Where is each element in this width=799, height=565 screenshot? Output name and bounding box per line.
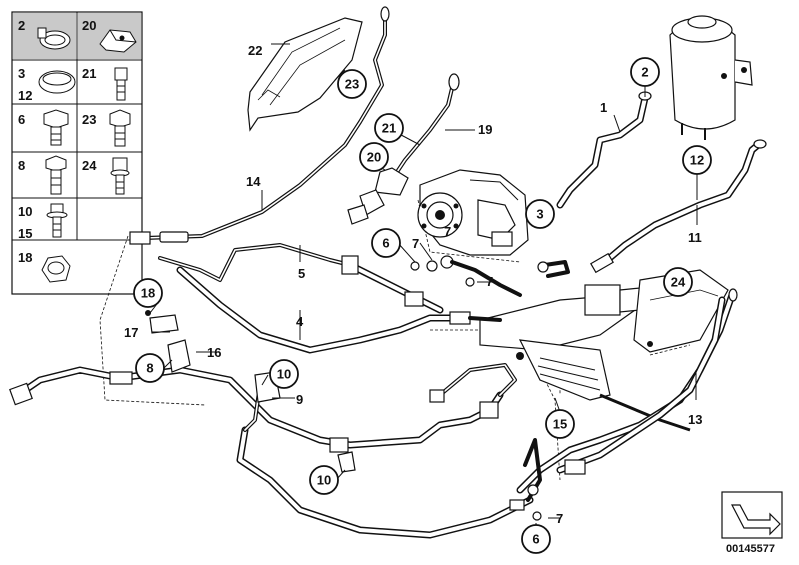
legend-label-12: 12	[18, 88, 32, 103]
legend-label-10: 10	[18, 204, 32, 219]
svg-text:2: 2	[641, 65, 648, 80]
banjo-bolt-icon	[43, 109, 69, 146]
ring-clamp-icon	[38, 70, 76, 94]
callout-9: 9	[296, 392, 303, 407]
clip-bracket-icon	[99, 29, 137, 53]
svg-text:24: 24	[671, 275, 686, 290]
callout-7-bottom: 7	[556, 511, 563, 526]
callout-7-mid: 7	[486, 274, 493, 289]
hex-nut-icon	[41, 255, 71, 283]
heat-shield-part	[247, 17, 363, 132]
hose-5-part	[158, 243, 444, 314]
svg-text:21: 21	[382, 121, 396, 136]
legend-label-18: 18	[18, 250, 32, 265]
circled-callout-18: 18	[133, 278, 163, 308]
legend-label-23: 23	[82, 112, 96, 127]
circled-callout-24: 24	[663, 267, 693, 297]
circled-callout-10-upper: 10	[269, 359, 299, 389]
callout-17: 17	[124, 325, 138, 340]
hose-13-part	[516, 288, 738, 494]
banjo-union-parts	[440, 255, 570, 297]
hose-clamp-icon	[37, 27, 71, 50]
legend-label-15: 15	[18, 226, 32, 241]
bracket-17-part	[145, 310, 179, 334]
svg-text:15: 15	[553, 417, 567, 432]
washer-7-parts	[410, 260, 542, 521]
pipe-14-part	[129, 6, 390, 245]
svg-text:6: 6	[382, 236, 389, 251]
steering-rack	[479, 284, 691, 432]
callout-5: 5	[298, 266, 305, 281]
svg-text:6: 6	[532, 532, 539, 547]
legend-label-8: 8	[18, 158, 25, 173]
circled-callout-2: 2	[630, 57, 660, 87]
svg-text:10: 10	[277, 367, 291, 382]
bracket-16-part	[167, 339, 191, 373]
circled-callout-21: 21	[374, 113, 404, 143]
hose-9-part	[9, 363, 517, 453]
legend-label-6: 6	[18, 112, 25, 127]
legend-label-2: 2	[18, 18, 25, 33]
stud-bolt-icon	[114, 67, 128, 101]
svg-text:12: 12	[690, 153, 704, 168]
front-arrow-icon	[721, 491, 783, 539]
svg-text:20: 20	[367, 150, 381, 165]
legend-label-20: 20	[82, 18, 96, 33]
svg-text:10: 10	[317, 473, 331, 488]
power-steering-pump	[417, 169, 529, 256]
svg-text:18: 18	[141, 286, 155, 301]
circled-callout-15: 15	[545, 409, 575, 439]
callout-14: 14	[246, 174, 261, 189]
circled-callout-20: 20	[359, 142, 389, 172]
circled-callout-8: 8	[135, 353, 165, 383]
circled-callout-23: 23	[337, 69, 367, 99]
circled-callout-3: 3	[525, 199, 555, 229]
svg-text:23: 23	[345, 77, 359, 92]
hex-bolt-icon	[109, 109, 131, 147]
parts-legend: 2 20 3 12 21 6	[11, 11, 143, 295]
legend-label-24: 24	[82, 158, 97, 173]
bottom-return-hose	[236, 383, 542, 539]
callout-7-left: 7	[412, 236, 419, 251]
callout-1: 1	[600, 100, 607, 115]
legend-label-3: 3	[18, 66, 25, 81]
bracket-24-part	[633, 269, 729, 353]
hose-4-part	[176, 266, 502, 354]
circled-callout-6-top: 6	[371, 228, 401, 258]
callout-7-top: 7	[444, 224, 451, 239]
callout-16: 16	[207, 345, 221, 360]
callout-22: 22	[248, 43, 262, 58]
callout-19: 19	[478, 122, 492, 137]
flange-nut-bolt-icon	[110, 157, 130, 195]
callout-4: 4	[296, 314, 304, 329]
circled-callout-6-bottom: 6	[521, 524, 551, 554]
svg-text:3: 3	[536, 207, 543, 222]
svg-text:8: 8	[146, 361, 153, 376]
clip-10-part	[337, 451, 356, 473]
fluid-reservoir	[669, 15, 753, 140]
callout-11: 11	[688, 230, 702, 245]
legend-label-21: 21	[82, 66, 96, 81]
flange-bolt-icon	[46, 203, 68, 238]
diagram-number: 00145577	[726, 543, 775, 555]
circled-callout-12: 12	[682, 145, 712, 175]
circled-callout-10-lower: 10	[309, 465, 339, 495]
hose-11-part	[590, 139, 767, 274]
hex-bolt-long-icon	[45, 155, 67, 195]
callout-13: 13	[688, 412, 702, 427]
hose-1-part	[556, 91, 652, 209]
pipe-19-part	[347, 73, 460, 225]
